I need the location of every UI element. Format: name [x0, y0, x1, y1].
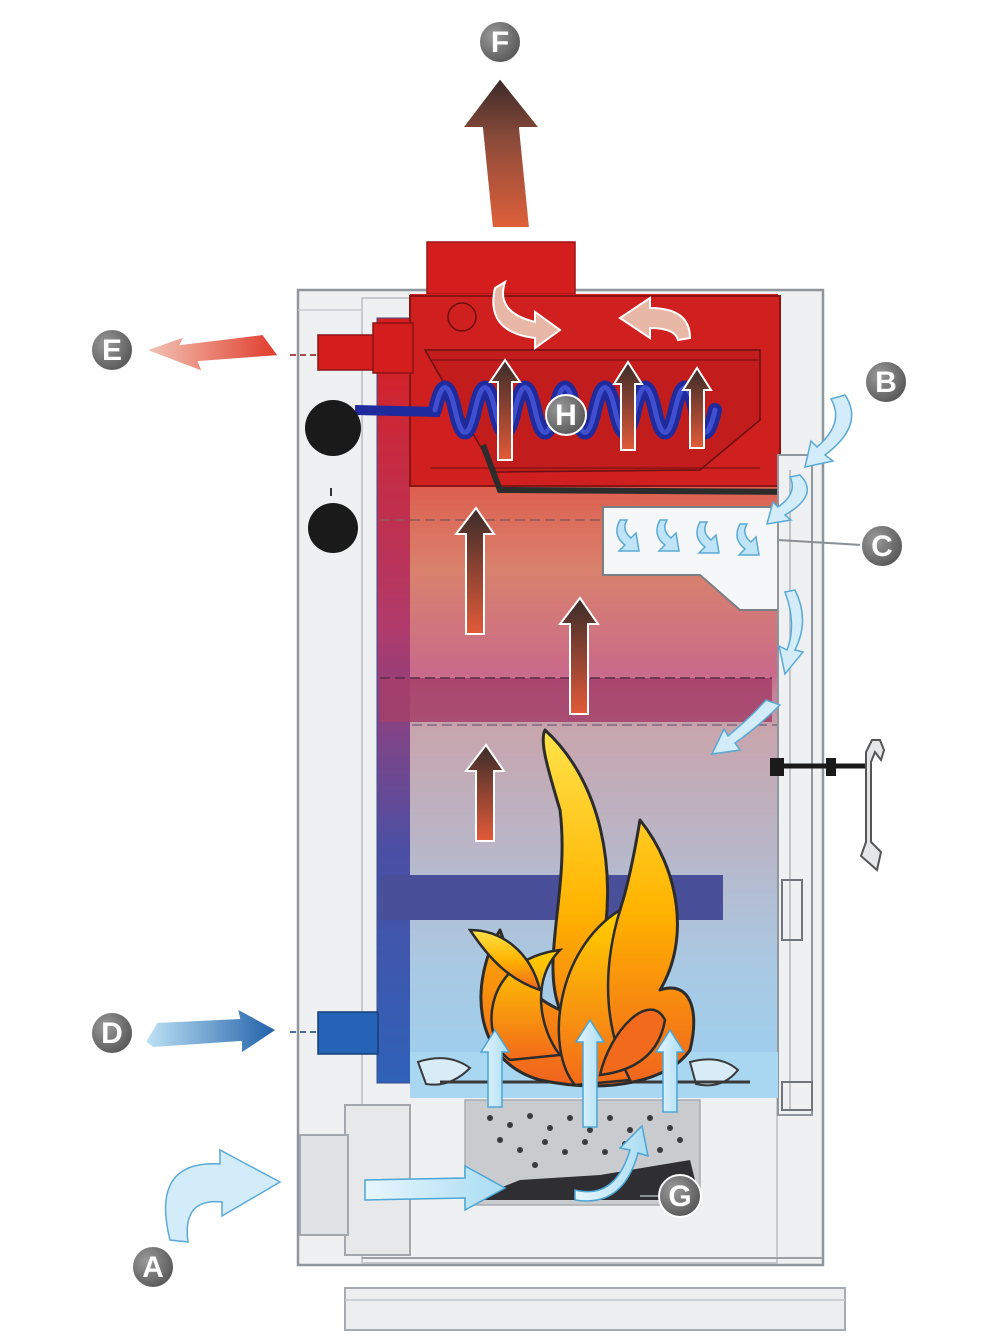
callout-b: B: [864, 360, 908, 404]
callout-h-label: H: [555, 399, 577, 432]
callout-c: C: [777, 524, 904, 568]
front-door: [777, 454, 813, 1116]
hot-water-outlet-pipe: [290, 322, 414, 374]
ash-embers: [487, 1113, 683, 1168]
temperature-gauge: [305, 400, 361, 456]
callout-d-label: D: [101, 1017, 123, 1050]
callout-e-label: E: [102, 334, 122, 367]
callout-d: D: [90, 1011, 134, 1055]
callout-e: E: [90, 328, 134, 372]
flue-gas-arrow: [459, 76, 543, 229]
hot-water-arrow: [142, 332, 281, 374]
hot-gas-arrows: [453, 279, 713, 842]
callout-h: H: [545, 394, 587, 436]
callout-f-label: F: [491, 26, 509, 59]
cold-water-arrow: [143, 1006, 279, 1056]
base-plinth: [344, 1287, 846, 1331]
primary-air-arrows: [364, 1018, 686, 1212]
pressure-gauge: [308, 503, 358, 553]
callout-c-label: C: [871, 530, 893, 563]
callout-a-label: A: [142, 1251, 164, 1284]
primary-air-inlet-arrow: [164, 1148, 282, 1243]
secondary-air-arrows: [710, 394, 853, 755]
secondary-air-channel: [602, 506, 779, 611]
callout-g-label: G: [668, 1180, 691, 1213]
callout-b-label: B: [875, 366, 897, 399]
callout-g: G: [640, 1174, 702, 1218]
door-handle[interactable]: [770, 739, 886, 872]
callout-a: A: [131, 1245, 175, 1289]
callout-f: F: [478, 20, 522, 64]
flue-baffle: [480, 443, 801, 495]
cold-water-return-pipe: [290, 1011, 379, 1055]
